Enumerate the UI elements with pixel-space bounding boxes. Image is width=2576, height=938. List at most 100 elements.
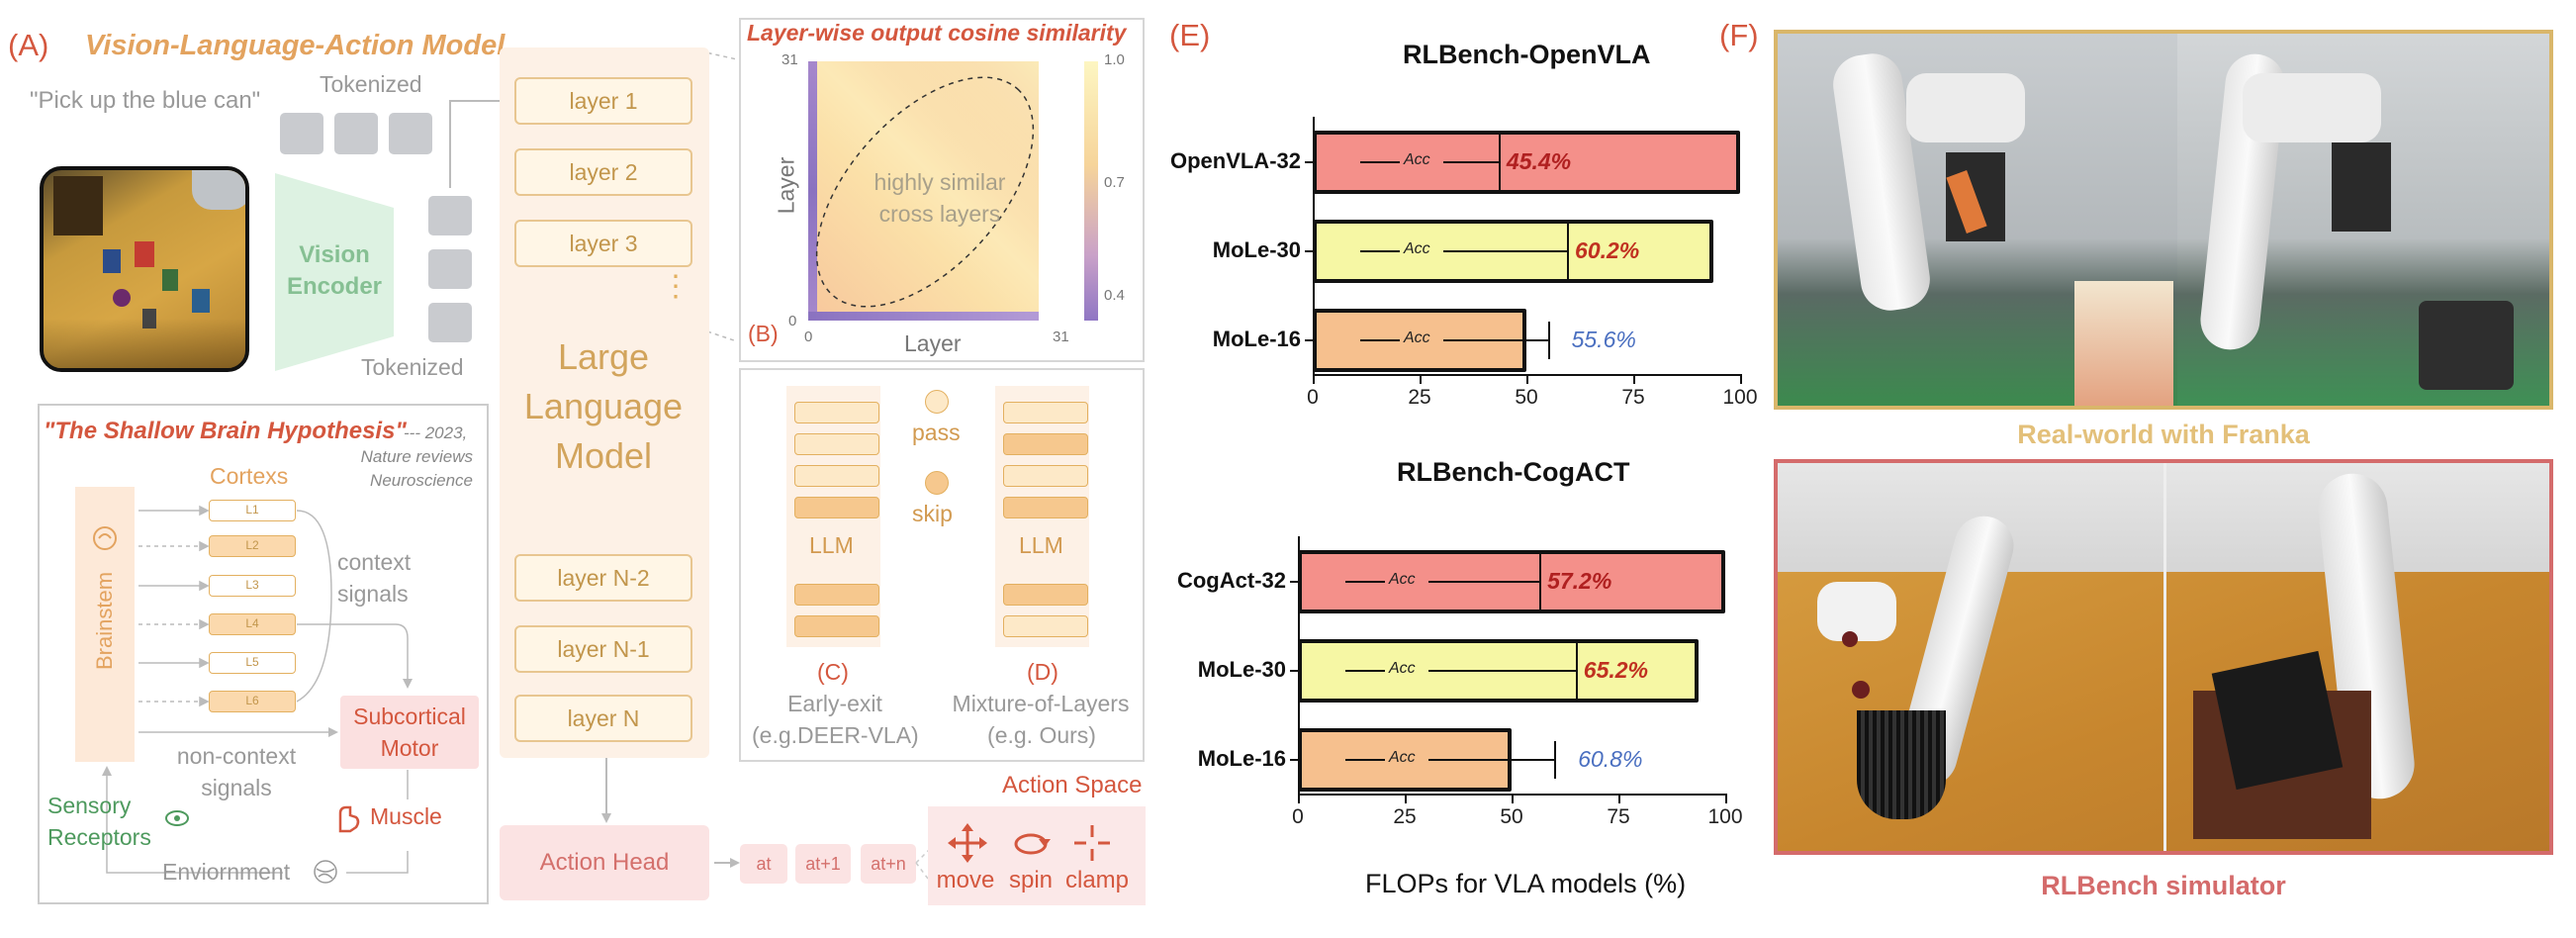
vision-encoder-label: Vision Encoder [286,241,383,300]
panel-c-caption-2: (e.g.DEER-VLA) [752,722,919,748]
llm-c-label: LLM [809,532,854,558]
brain-citation-field: Neuroscience [370,471,473,490]
chart-x-tick-mark [1298,796,1300,803]
chart-accuracy-label: 65.2% [1583,657,1649,683]
chart-error-bar [1512,759,1555,761]
globe-icon [314,860,337,884]
llm-layer-cell [1003,433,1088,455]
cortex-layer: L6 [209,691,296,712]
chart-acc-line-left [1360,250,1400,252]
simulator-photo [1774,459,2553,855]
chart-x-tick-label: 50 [1515,386,1538,409]
chart-x-tick-mark [1420,376,1422,384]
chart-category-label: MoLe-16 [1197,746,1286,771]
chart-category-label: MoLe-16 [1212,327,1301,351]
chart-acc-label: Acc [1389,571,1416,588]
heatmap-xmin: 0 [804,328,813,345]
chart-acc-line-right [1443,339,1526,341]
chart-acc-line-right [1428,581,1540,583]
layer-1: layer 1 [514,77,692,125]
spin-icon [1014,833,1051,855]
action-token: at+1 [795,844,851,884]
heatmap-xlabel: Layer [904,330,962,356]
action-spin-label: spin [1008,867,1054,893]
chart-acc-line-left [1345,670,1385,672]
chart-acc-marker [1539,554,1542,610]
heatmap-similarity-ellipse [815,76,1035,308]
chart-x-tick-label: 25 [1393,805,1417,828]
vla-input-image [40,166,249,372]
layers-ellipsis: ⋮ [661,270,690,303]
chart-acc-marker [1567,224,1570,279]
colorbar-tick-mid: 0.7 [1104,174,1125,191]
chart-x-tick-label: 100 [1722,386,1758,409]
chart-y-tick-mark [1305,250,1313,252]
llm-layer-cell [1003,584,1088,606]
heatmap-ymax: 31 [782,51,798,68]
chart-x-tick-mark [1740,376,1742,384]
chart-x-tick-mark [1526,376,1528,384]
panel-d-letter: (D) [1027,659,1058,685]
muscle-label: Muscle [370,803,442,829]
layer-n-2: layer N-2 [514,554,692,602]
brain-hypothesis-box [38,404,489,904]
chart2-title: RLBench-CogACT [1397,457,1630,487]
chart-accuracy-label: 60.8% [1578,746,1643,772]
action-token: at [740,844,787,884]
skip-legend-icon [925,471,949,495]
move-icon [948,823,987,863]
prompt-text: "Pick up the blue can" [30,87,261,114]
layer-3: layer 3 [514,220,692,267]
chart-error-bar [1526,339,1548,341]
cortex-layer: L1 [209,500,296,521]
llm-label: Large Language Model [523,336,684,476]
panel-d-caption-2: (e.g. Ours) [987,722,1096,748]
llm-layer-cell [794,402,879,423]
brain-connectors [102,505,413,874]
sensory-receptors-label: Sensory Receptors [47,793,151,850]
heatmap-colorbar [1084,61,1098,321]
llm-layer-cell [794,465,879,487]
skip-legend-label: skip [912,501,953,526]
chart-category-label: MoLe-30 [1212,237,1301,262]
llm-d-label: LLM [1019,532,1063,558]
muscle-icon [338,805,360,833]
cortex-layer: L5 [209,652,296,674]
text-token [389,113,432,154]
chart-x-tick-label: 50 [1500,805,1523,828]
simulator-caption: RLBench simulator [2041,871,2286,900]
chart-acc-line-left [1345,759,1385,761]
chart-acc-line-right [1443,250,1568,252]
heatmap-ymin: 0 [788,313,797,329]
chart-x-tick-label: 100 [1707,805,1743,828]
chart-x-axis [1298,794,1727,796]
chart-acc-label: Acc [1404,151,1430,168]
chart-accuracy-label: 60.2% [1575,237,1640,263]
action-move-label: move [936,867,995,893]
brainstem-block [75,487,135,762]
chart-y-tick-mark [1290,581,1298,583]
pass-legend-label: pass [912,420,961,445]
panel-cd-frame [739,368,1145,762]
chart-acc-line-right [1443,161,1499,163]
eye-icon [165,810,189,826]
action-head: Action Head [500,825,709,900]
context-signals-label: context signals [337,549,412,607]
real-world-caption: Real-world with Franka [2017,420,2310,449]
chart-x-tick-label: 75 [1607,805,1630,828]
chart-acc-label: Acc [1404,240,1430,257]
cortex-layer: L4 [209,613,296,635]
cortexes-label: Cortexs [210,463,289,489]
heatmap-title: Layer-wise output cosine similarity [747,20,1127,46]
chart-category-label: CogAct-32 [1176,568,1286,593]
chart-error-cap [1547,322,1550,359]
chart-error-cap [1554,741,1557,779]
llm-layer-cell [1003,402,1088,423]
image-token [428,196,472,235]
text-token [334,113,378,154]
chart-acc-line-right [1428,670,1576,672]
chart-accuracy-label: 57.2% [1547,568,1612,594]
layer-2: layer 2 [514,148,692,196]
brain-citation-journal: Nature reviews [360,447,473,466]
panel-c-letter: (C) [817,659,849,685]
